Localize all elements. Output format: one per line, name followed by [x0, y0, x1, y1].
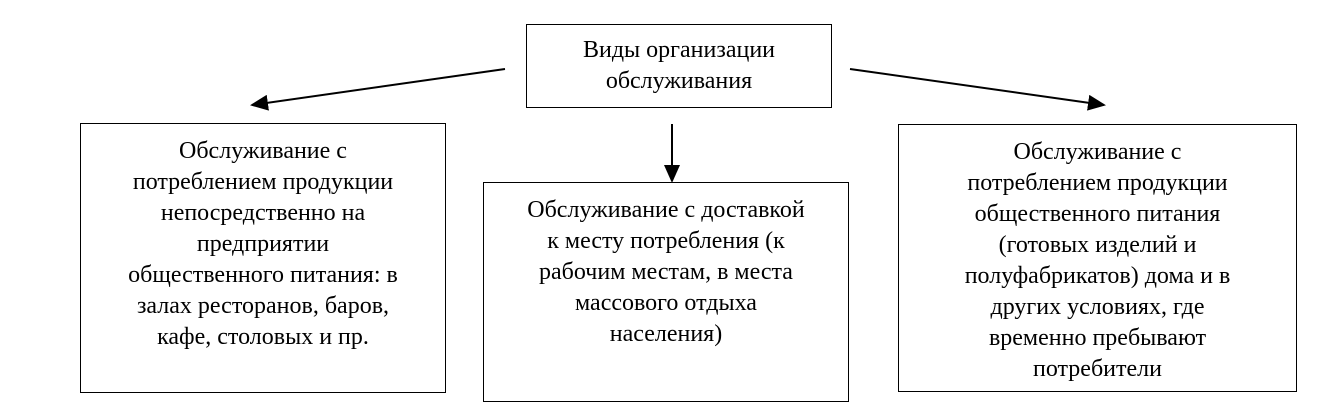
child-node-label-at-home: Обслуживание с потреблением продукции об…: [964, 139, 1231, 382]
arrow-to-left-box: [250, 68, 506, 111]
root-node-box: Виды организации обслуживания: [526, 24, 832, 108]
child-node-box-on-premises: Обслуживание с потреблением продукции не…: [80, 123, 446, 393]
child-node-box-delivery: Обслуживание с доставкой к месту потребл…: [483, 182, 849, 402]
root-node-label: Виды организации обслуживания: [582, 37, 776, 94]
child-node-box-at-home: Обслуживание с потреблением продукции об…: [898, 124, 1297, 392]
child-node-label-delivery: Обслуживание с доставкой к месту потребл…: [527, 197, 805, 347]
arrow-to-right-box: [849, 68, 1106, 111]
child-node-label-on-premises: Обслуживание с потреблением продукции не…: [128, 138, 398, 350]
